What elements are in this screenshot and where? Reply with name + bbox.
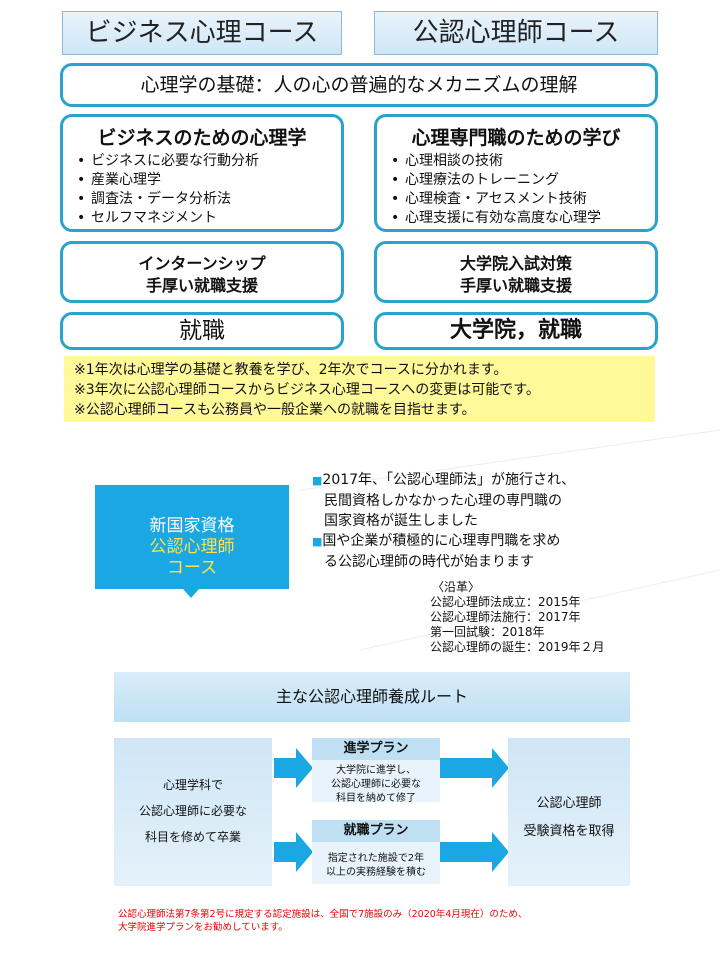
history-block: 〈沿革〉 公認心理師法成立：2015年 公認心理師法施行：2017年 第一回試験… (430, 580, 680, 655)
bullet-text: る公認心理師の時代が始まります (324, 554, 534, 570)
business-curriculum-box: ビジネスのための心理学 ビジネスに必要な行動分析 産業心理学 調査法・データ分析… (60, 114, 344, 232)
note-line: ※公認心理師コースも公務員や一般企業への就職を目指せます。 (74, 402, 476, 418)
bullet-icon: ■ (312, 535, 323, 548)
basics-box: 心理学の基礎：人の心の普遍的なメカニズムの理解 (60, 63, 658, 107)
arrow-from-plan2 (440, 832, 509, 872)
list-item: ビジネスに必要な行動分析 (77, 152, 341, 171)
business-curriculum-list: ビジネスに必要な行動分析 産業心理学 調査法・データ分析法 セルフマネジメント (73, 152, 341, 228)
counselor-curriculum-box: 心理専門職のための学び 心理相談の技術 心理療法のトレーニング 心理検査・アセス… (374, 114, 658, 232)
arrow-to-plan2 (274, 832, 313, 872)
badge-pointer (183, 589, 199, 598)
plan1-line: 大学院に進学し、 (336, 765, 416, 776)
route-goal-box: 公認心理師 受験資格を取得 (508, 738, 630, 886)
badge-line: 新国家資格 (149, 516, 235, 536)
news-bullet: ■2017年、「公認心理師法」が施行され、 民間資格しかなかった心理の専門職の … (312, 470, 672, 531)
bullet-text: 国や企業が積極的に心理専門職を求め (322, 533, 561, 549)
course-notes: ※1年次は心理学の基礎と教養を学び、2年次でコースに分かれます。 ※3年次に公認… (64, 356, 655, 422)
plan1-title: 進学プラン (312, 738, 440, 760)
bullet-icon: ■ (312, 474, 323, 487)
list-item: 心理検査・アセスメント技術 (391, 190, 655, 209)
counselor-outcome-box: 大学院，就職 (374, 312, 658, 350)
plan1-line: 公認心理師に必要な (331, 779, 421, 790)
business-course-header: ビジネス心理コース (62, 11, 342, 55)
history-item: 公認心理師の誕生：2019年２月 (430, 640, 605, 654)
list-item: 心理相談の技術 (391, 152, 655, 171)
route-goal-line: 受験資格を取得 (523, 824, 615, 839)
counselor-course-header: 公認心理師コース (374, 11, 658, 55)
list-item: 調査法・データ分析法 (77, 190, 341, 209)
footnote-line: 大学院進学プランをお勧めしています。 (118, 922, 288, 933)
counselor-curriculum-title: 心理専門職のための学び (411, 127, 621, 149)
badge-line: 公認心理師 (149, 537, 235, 557)
list-item: セルフマネジメント (77, 209, 341, 228)
route-start-line: 科目を修めて卒業 (144, 830, 241, 844)
support-line: 大学院入試対策 (459, 254, 572, 273)
business-outcome-box: 就職 (60, 312, 344, 350)
route-goal-line: 公認心理師 (536, 796, 602, 811)
history-item: 公認心理師法施行：2017年 (430, 610, 581, 624)
arrow-to-plan1 (274, 748, 313, 788)
background-lines (299, 429, 720, 651)
list-item: 心理療法のトレーニング (391, 171, 655, 190)
plan1-line: 科目を納めて修了 (336, 793, 416, 804)
arrow-from-plan1 (440, 748, 509, 788)
business-support-box: インターンシップ 手厚い就職支援 (60, 241, 344, 303)
route-start-box: 心理学科で 公認心理師に必要な 科目を修めて卒業 (114, 738, 272, 886)
business-curriculum-title: ビジネスのための心理学 (97, 127, 307, 149)
route-start-line: 心理学科で (162, 778, 223, 792)
support-line: 手厚い就職支援 (459, 276, 572, 295)
list-item: 心理支援に有効な高度な心理学 (391, 209, 655, 228)
history-item: 公認心理師法成立：2015年 (430, 595, 581, 609)
footnote-line: 公認心理師法第7条第2号に規定する認定施設は、全国で7施設のみ（2020年4月現… (118, 909, 528, 920)
route-title: 主な公認心理師養成ルート (114, 672, 630, 722)
badge-line: コース (166, 558, 218, 578)
plan2-title: 就職プラン (312, 820, 440, 842)
bullet-text: 民間資格しかなかった心理の専門職の (324, 493, 562, 509)
history-item: 第一回試験：2018年 (430, 625, 545, 639)
news-bullet: ■国や企業が積極的に心理専門職を求め る公認心理師の時代が始まります (312, 531, 672, 572)
plan2-line: 以上の実務経験を積む (326, 867, 426, 878)
plan1-body: 大学院に進学し、 公認心理師に必要な 科目を納めて修了 (312, 760, 440, 804)
counselor-support-box: 大学院入試対策 手厚い就職支援 (374, 241, 658, 303)
route-start-line: 公認心理師に必要な (138, 804, 247, 818)
counselor-curriculum-list: 心理相談の技術 心理療法のトレーニング 心理検査・アセスメント技術 心理支援に有… (387, 152, 655, 228)
note-line: ※1年次は心理学の基礎と教養を学び、2年次でコースに分かれます。 (74, 362, 508, 378)
support-line: 手厚い就職支援 (145, 276, 258, 295)
qualification-badge: 新国家資格 公認心理師 コース (95, 485, 289, 589)
list-item: 産業心理学 (77, 171, 341, 190)
plan2-line: 指定された施設で2年 (327, 853, 425, 864)
history-title: 〈沿革〉 (432, 580, 481, 594)
route-footnote: 公認心理師法第7条第2号に規定する認定施設は、全国で7施設のみ（2020年4月現… (118, 908, 658, 934)
plan2-body: 指定された施設で2年 以上の実務経験を積む (312, 842, 440, 884)
note-line: ※3年次に公認心理師コースからビジネス心理コースへの変更は可能です。 (74, 382, 540, 398)
support-line: インターンシップ (138, 254, 266, 273)
bullet-text: 2017年、「公認心理師法」が施行され、 (322, 472, 576, 488)
bullet-text: 国家資格が誕生しました (324, 513, 478, 529)
